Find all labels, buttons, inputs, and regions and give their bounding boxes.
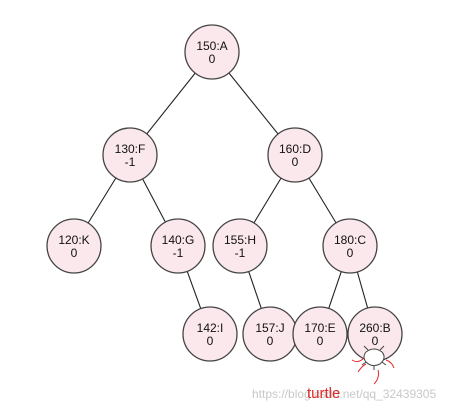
node-key-label: 140:G xyxy=(162,233,195,247)
tree-node-F: 130:F-1 xyxy=(102,127,158,183)
node-balance-label: -1 xyxy=(125,155,136,169)
tree-node-B: 260:B0 xyxy=(347,306,403,362)
node-balance-label: 0 xyxy=(372,334,379,348)
tree-node-G: 140:G-1 xyxy=(150,218,206,274)
node-key-label: 170:E xyxy=(304,321,335,335)
tree-node-K: 120:K0 xyxy=(46,218,102,274)
edges-layer xyxy=(87,72,369,309)
node-balance-label: 0 xyxy=(317,334,324,348)
node-circle xyxy=(46,218,102,274)
edge-F-G xyxy=(142,178,166,223)
edge-A-D xyxy=(228,72,279,135)
node-key-label: 155:H xyxy=(224,233,256,247)
turtle-cursor-icon xyxy=(351,345,395,385)
edge-D-C xyxy=(308,177,337,224)
node-balance-label: 0 xyxy=(292,155,299,169)
tree-node-I: 142:I0 xyxy=(182,306,238,362)
node-circle xyxy=(292,306,348,362)
node-circle xyxy=(102,127,158,183)
node-circle xyxy=(267,127,323,183)
node-key-label: 160:D xyxy=(279,142,311,156)
edge-F-K xyxy=(87,177,117,224)
node-key-label: 150:A xyxy=(196,39,227,53)
node-balance-label: 0 xyxy=(207,334,214,348)
node-key-label: 142:I xyxy=(197,321,224,335)
tree-node-H: 155:H-1 xyxy=(212,218,268,274)
node-circle xyxy=(182,306,238,362)
node-balance-label: -1 xyxy=(235,246,246,260)
edge-G-I xyxy=(186,271,202,309)
turtle-label: turtle xyxy=(307,385,340,402)
node-circle xyxy=(322,218,378,274)
node-key-label: 120:K xyxy=(58,233,89,247)
edge-A-F xyxy=(146,72,196,135)
tree-node-J: 157:J0 xyxy=(242,306,298,362)
edge-C-B xyxy=(356,271,369,309)
node-key-label: 157:J xyxy=(255,321,284,335)
edge-C-E xyxy=(328,271,342,309)
tree-node-E: 170:E0 xyxy=(292,306,348,362)
node-balance-label: 0 xyxy=(347,246,354,260)
node-circle xyxy=(150,218,206,274)
node-balance-label: 0 xyxy=(209,52,216,66)
node-key-label: 260:B xyxy=(359,321,390,335)
node-key-label: 180:C xyxy=(334,233,366,247)
node-circle xyxy=(212,218,268,274)
tree-node-C: 180:C0 xyxy=(322,218,378,274)
node-balance-label: -1 xyxy=(173,246,184,260)
nodes-layer: 150:A0130:F-1160:D0120:K0140:G-1155:H-11… xyxy=(46,24,403,362)
edge-H-J xyxy=(248,271,262,309)
node-key-label: 130:F xyxy=(115,142,146,156)
edge-D-H xyxy=(253,177,282,224)
node-circle xyxy=(184,24,240,80)
tree-node-D: 160:D0 xyxy=(267,127,323,183)
node-balance-label: 0 xyxy=(71,246,78,260)
tree-node-A: 150:A0 xyxy=(184,24,240,80)
watermark-text: https://blog.csdn.net/qq_32439305 xyxy=(252,387,436,401)
node-balance-label: 0 xyxy=(267,334,274,348)
